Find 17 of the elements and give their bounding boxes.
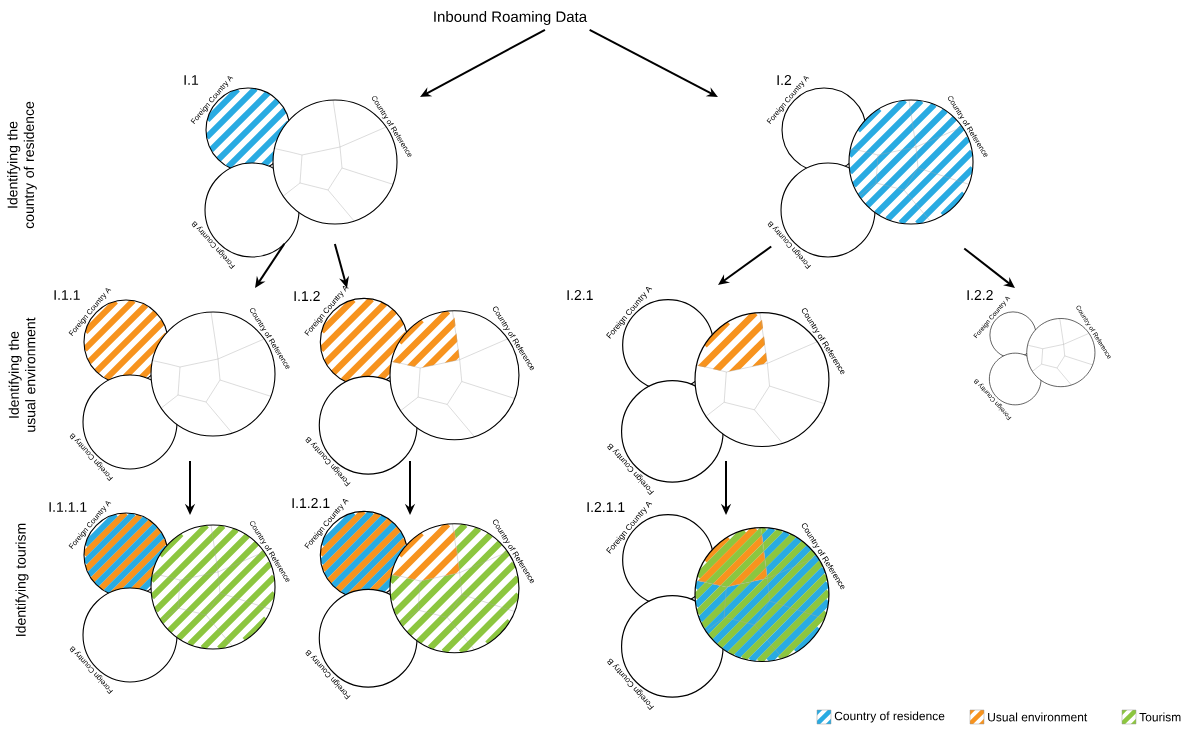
legend-label: Tourism <box>1139 712 1181 722</box>
diagram-number: I.1.1.1 <box>49 502 87 512</box>
arrow <box>718 245 773 285</box>
title-text: Inbound Roaming Data <box>434 11 588 25</box>
row-label: Identifying the usual environment <box>8 317 36 432</box>
legend-label: Usual environment <box>988 712 1088 722</box>
arrow <box>255 242 286 288</box>
row-label: Identifying the country of residence <box>7 101 37 229</box>
diagram-number: I.1 <box>184 75 199 85</box>
row-label: Identifying tourism <box>15 523 29 636</box>
diagram-number: I.2.1.1 <box>587 502 625 512</box>
diagram-number: I.2.2 <box>967 290 993 300</box>
diagram-number: I.2.1 <box>567 290 593 300</box>
diagram-number: I.1.1 <box>54 290 80 300</box>
legend-label: Country of residence <box>834 711 945 723</box>
arrow <box>963 247 1015 288</box>
diagram-number: I.1.2 <box>294 291 320 301</box>
